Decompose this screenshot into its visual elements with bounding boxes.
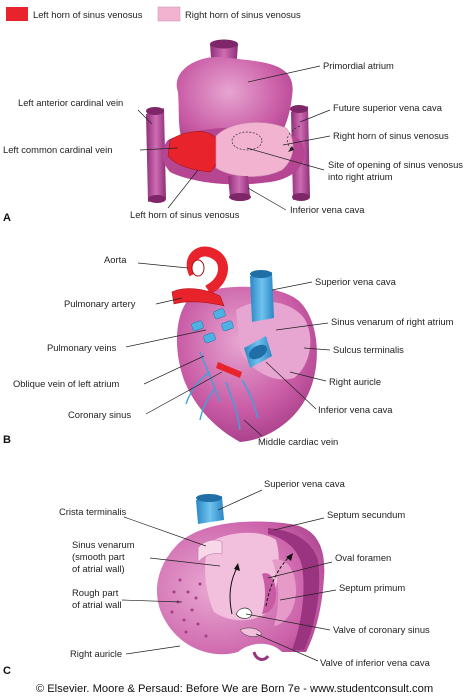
label-valve-ivc: Valve of inferior vena cava: [320, 657, 431, 668]
label-future-svc: Future superior vena cava: [333, 102, 443, 113]
label-rough-part-1: Rough part: [72, 587, 119, 598]
label-sulcus-terminalis: Sulcus terminalis: [333, 344, 404, 355]
label-right-auricle-c: Right auricle: [70, 648, 122, 659]
label-right-horn-sinus: Right horn of sinus venosus: [333, 130, 449, 141]
label-pulmonary-veins: Pulmonary veins: [47, 342, 117, 353]
label-coronary-sinus: Coronary sinus: [68, 409, 131, 420]
label-sinus-venarum-2: (smooth part: [72, 551, 125, 562]
legend-swatch-right-horn: [157, 6, 181, 22]
label-sinus-venarum-3: of atrial wall): [72, 563, 125, 574]
label-right-auricle-b: Right auricle: [329, 376, 381, 387]
panel-b: Aorta Superior vena cava Pulmonary arter…: [3, 246, 454, 447]
label-sinus-venarum-right-atrium: Sinus venarum of right atrium: [331, 316, 454, 327]
label-valve-coronary-sinus: Valve of coronary sinus: [333, 624, 430, 635]
label-site-of-opening-2: into right atrium: [328, 171, 393, 182]
label-oval-foramen: Oval foramen: [335, 552, 391, 563]
label-left-horn-sinus: Left horn of sinus venosus: [130, 209, 240, 220]
label-rough-part-2: of atrial wall: [72, 599, 122, 610]
label-left-anterior-cardinal-vein: Left anterior cardinal vein: [18, 97, 123, 108]
label-aorta: Aorta: [104, 254, 127, 265]
label-pulmonary-artery: Pulmonary artery: [64, 298, 136, 309]
copyright-line: © Elsevier. Moore & Persaud: Before We a…: [35, 683, 434, 695]
label-svc-b: Superior vena cava: [315, 276, 397, 287]
label-middle-cardiac-vein: Middle cardiac vein: [258, 436, 338, 447]
panel-a: Primordial atrium Left anterior cardinal…: [3, 39, 463, 224]
label-svc-c: Superior vena cava: [264, 478, 346, 489]
label-site-of-opening-1: Site of opening of sinus venosus: [328, 159, 463, 170]
panel-letter-a: A: [3, 212, 11, 224]
panel-c: Superior vena cava Crista terminalis Sep…: [3, 478, 431, 677]
panel-letter-c: C: [3, 665, 11, 677]
label-ivc-b: Inferior vena cava: [318, 404, 393, 415]
label-primordial-atrium: Primordial atrium: [323, 60, 394, 71]
legend: Left horn of sinus venosus Right horn of…: [6, 6, 301, 22]
label-oblique-vein: Oblique vein of left atrium: [13, 378, 119, 389]
panel-letter-b: B: [3, 434, 11, 446]
label-septum-primum: Septum primum: [339, 582, 405, 593]
label-septum-secundum: Septum secundum: [327, 509, 405, 520]
label-sinus-venarum-1: Sinus venarum: [72, 539, 135, 550]
legend-label-right-horn: Right horn of sinus venosus: [185, 9, 301, 20]
legend-swatch-left-horn: [6, 7, 28, 21]
label-left-common-cardinal-vein: Left common cardinal vein: [3, 144, 112, 155]
label-crista-terminalis: Crista terminalis: [59, 506, 127, 517]
legend-label-left-horn: Left horn of sinus venosus: [33, 9, 143, 20]
label-ivc-a: Inferior vena cava: [290, 204, 365, 215]
